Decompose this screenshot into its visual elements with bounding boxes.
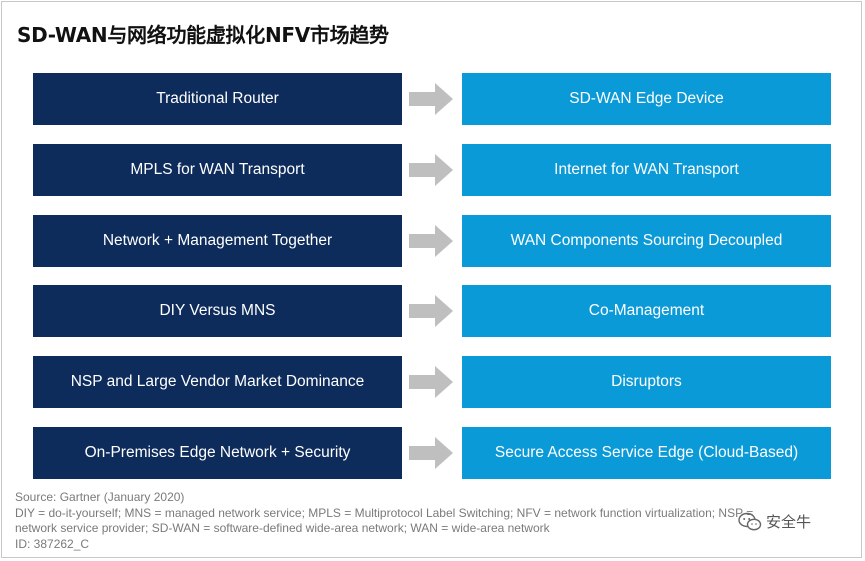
arrow-right-icon	[409, 366, 453, 398]
watermark: 安全牛	[738, 511, 811, 532]
to-label: WAN Components Sourcing Decoupled	[510, 232, 783, 249]
from-label: On-Premises Edge Network + Security	[84, 444, 351, 461]
abbreviations-line-2: network service provider; SD-WAN = softw…	[15, 521, 550, 535]
from-box: DIY Versus MNS	[33, 285, 402, 337]
arrow-right-icon	[409, 154, 453, 186]
from-label: Network + Management Together	[102, 232, 333, 249]
from-label: DIY Versus MNS	[159, 302, 276, 319]
to-box: Co-Management	[462, 285, 831, 337]
to-box: Disruptors	[462, 356, 831, 408]
arrow-right-icon	[409, 295, 453, 327]
source-note: Source: Gartner (January 2020)	[15, 490, 185, 504]
from-box: Network + Management Together	[33, 215, 402, 267]
to-label: Co-Management	[588, 302, 705, 319]
document-id: ID: 387262_C	[15, 536, 90, 551]
to-box: Internet for WAN Transport	[462, 144, 831, 196]
from-label: MPLS for WAN Transport	[130, 161, 305, 178]
to-label: SD-WAN Edge Device	[569, 90, 724, 107]
from-box: Traditional Router	[33, 73, 402, 125]
arrow-right-icon	[409, 225, 453, 257]
figure-title: SD-WAN与网络功能虚拟化NFV市场趋势	[17, 23, 389, 47]
transition-row: NSP and Large Vendor Market Dominance Di…	[33, 356, 831, 408]
to-box: WAN Components Sourcing Decoupled	[462, 215, 831, 267]
arrow-right-icon	[409, 83, 453, 115]
to-label: Secure Access Service Edge (Cloud-Based)	[494, 444, 799, 461]
transition-row: MPLS for WAN Transport Internet for WAN …	[33, 144, 831, 196]
to-box: SD-WAN Edge Device	[462, 73, 831, 125]
watermark-text: 安全牛	[766, 513, 812, 531]
arrow-right-icon	[409, 437, 453, 469]
from-box: NSP and Large Vendor Market Dominance	[33, 356, 402, 408]
figure-footer: Source: Gartner (January 2020) DIY = do-…	[15, 490, 753, 552]
from-box: On-Premises Edge Network + Security	[33, 427, 402, 479]
transition-row: On-Premises Edge Network + Security Secu…	[33, 427, 831, 479]
transition-row: DIY Versus MNS Co-Management	[33, 285, 831, 337]
to-box: Secure Access Service Edge (Cloud-Based)	[462, 427, 831, 479]
abbreviations-line-1: DIY = do-it-yourself; MNS = managed netw…	[15, 505, 754, 520]
wechat-icon	[738, 512, 762, 530]
transition-row: Traditional Router SD-WAN Edge Device	[33, 73, 831, 125]
from-label: NSP and Large Vendor Market Dominance	[70, 373, 365, 390]
from-box: MPLS for WAN Transport	[33, 144, 402, 196]
transition-row: Network + Management Together WAN Compon…	[33, 215, 831, 267]
to-label: Disruptors	[611, 373, 682, 390]
to-label: Internet for WAN Transport	[554, 161, 739, 178]
from-label: Traditional Router	[156, 90, 279, 107]
